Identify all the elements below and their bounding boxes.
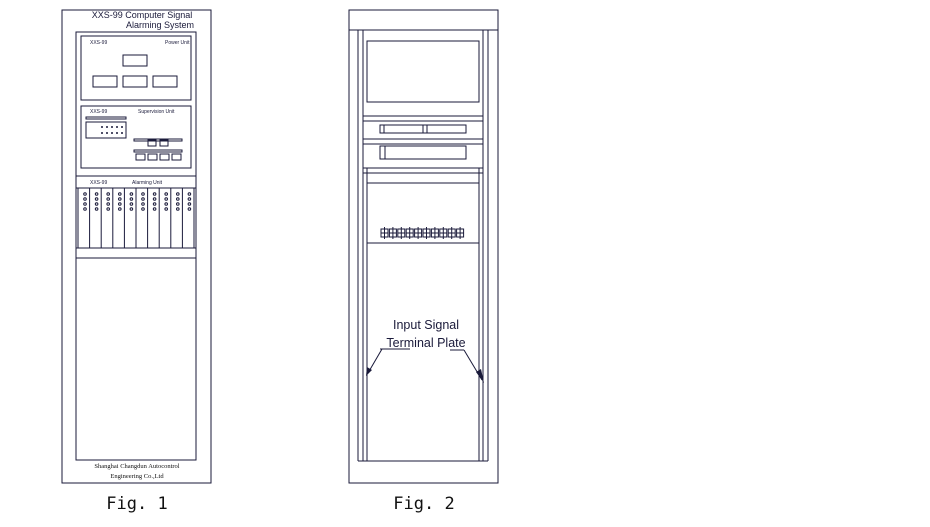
power-indicator — [152, 75, 178, 88]
power-unit-model: XXS-99 — [90, 40, 107, 46]
key-dot — [101, 126, 103, 128]
right-rail — [478, 30, 489, 461]
fig1-footer-line1: Shanghai Changdun Autocontrol — [94, 463, 179, 470]
fig1-footer-line2: Engineering Co.,Ltd — [110, 473, 164, 480]
key-dot — [116, 126, 118, 128]
annotation-line2: Terminal Plate — [386, 336, 465, 350]
module-led — [94, 207, 99, 211]
module-led — [141, 202, 145, 206]
supervision-unit-label: Supervision Unit — [138, 109, 175, 115]
fig1-title-line2: Alarming System — [126, 20, 194, 30]
module-led — [118, 207, 122, 211]
left-arrow — [366, 348, 410, 376]
module-led — [176, 197, 180, 201]
module-led — [187, 207, 192, 211]
supervision-button — [147, 153, 158, 161]
module-led — [129, 202, 134, 206]
annotation-line1: Input Signal — [393, 318, 459, 332]
drawer-1 — [379, 124, 467, 134]
right-arrow — [450, 349, 484, 383]
module-led — [164, 192, 168, 196]
module-led — [83, 192, 87, 196]
key-dot — [106, 132, 108, 134]
power-unit: XXS-99 Power Unit — [80, 35, 192, 101]
module-led — [118, 202, 122, 206]
module-led — [176, 202, 180, 206]
module-led — [94, 192, 99, 196]
module-led — [187, 192, 192, 196]
drawer-2 — [379, 145, 467, 160]
module-led — [187, 202, 192, 206]
module-led — [141, 197, 145, 201]
fig1-title-line1: XXS-99 Computer Signal — [92, 10, 193, 20]
left-rail — [357, 30, 368, 461]
terminal-block-row — [380, 227, 465, 239]
alarming-unit-model: XXS-99 — [90, 180, 107, 186]
fig1-cabinet-front: XXS-99 Computer Signal Alarming System X… — [61, 9, 212, 484]
power-indicator — [92, 75, 118, 88]
fig2-cabinet-open: Input Signal Terminal Plate — [348, 9, 499, 484]
module-led — [152, 202, 157, 206]
module-led — [187, 197, 192, 201]
key-dot — [101, 132, 103, 134]
module-led — [129, 192, 134, 196]
module-led — [83, 202, 87, 206]
key-dot — [111, 132, 113, 134]
module-led — [152, 197, 157, 201]
module-led — [83, 207, 87, 211]
fig2-caption: Fig. 2 — [393, 494, 454, 514]
supervision-unit: XXS-99 Supervision Unit — [80, 105, 192, 169]
alarming-unit: XXS-99 Alarming Unit — [76, 175, 196, 259]
alarming-unit-label: Alarming Unit — [132, 180, 163, 186]
module-led — [106, 192, 110, 196]
module-led — [94, 197, 99, 201]
module-led — [106, 207, 110, 211]
module-led — [106, 202, 110, 206]
key-dot — [116, 132, 118, 134]
supervision-button — [159, 153, 170, 161]
power-unit-label: Power Unit — [165, 40, 190, 46]
supervision-unit-model: XXS-99 — [90, 109, 107, 115]
module-led — [129, 197, 134, 201]
module-led — [164, 197, 168, 201]
fig1-outer-frame — [61, 9, 212, 484]
fig1-inner-panel — [75, 31, 197, 461]
key-dot — [121, 126, 123, 128]
module-led — [141, 207, 145, 211]
module-led — [83, 197, 87, 201]
keypad — [85, 121, 127, 139]
module-led — [164, 207, 168, 211]
power-indicator — [122, 54, 148, 67]
key-dot — [111, 126, 113, 128]
fig2-outer-frame — [348, 9, 499, 484]
module-led — [152, 192, 157, 196]
module-led — [164, 202, 168, 206]
module-led — [152, 207, 157, 211]
module-led — [106, 197, 110, 201]
monitor — [366, 40, 480, 103]
power-indicator — [122, 75, 148, 88]
fig1-caption: Fig. 1 — [106, 494, 167, 514]
module-led — [176, 192, 180, 196]
module-led — [94, 202, 99, 206]
supervision-button — [135, 153, 146, 161]
module-led — [118, 197, 122, 201]
key-dot — [121, 132, 123, 134]
module-led — [176, 207, 180, 211]
module-led — [118, 192, 122, 196]
module-led — [141, 192, 145, 196]
supervision-button — [171, 153, 182, 161]
key-dot — [106, 126, 108, 128]
module-led — [129, 207, 134, 211]
